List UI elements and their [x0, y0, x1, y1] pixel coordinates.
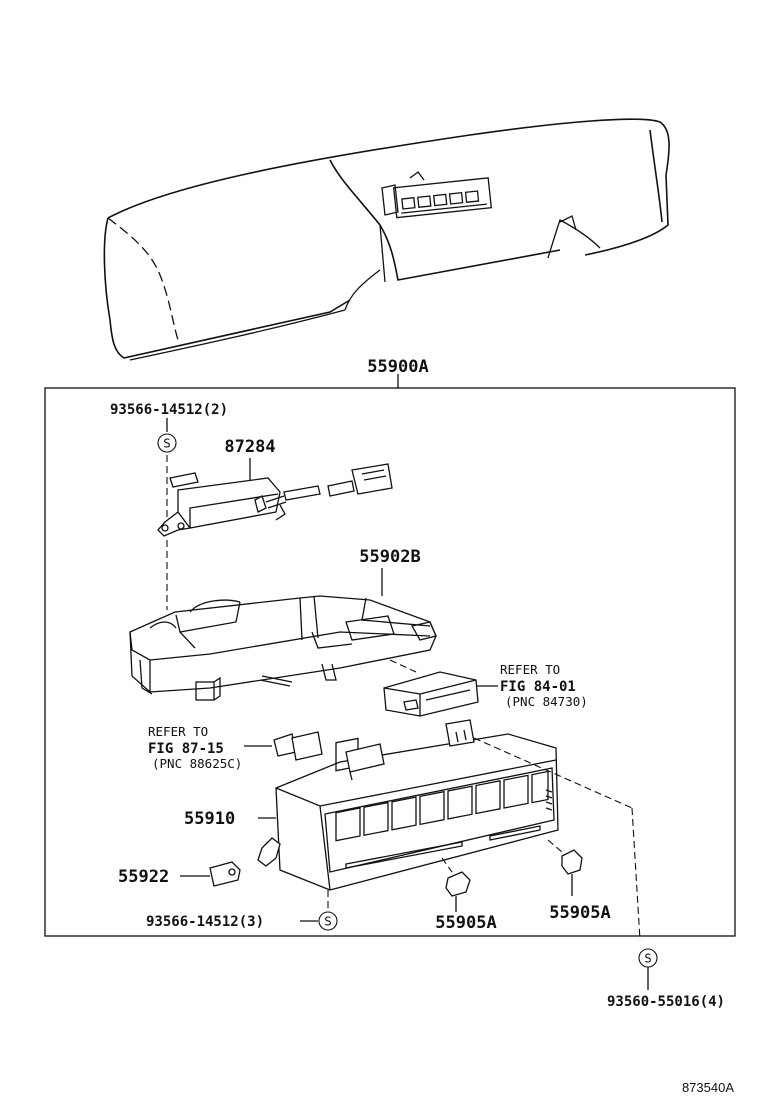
refer-left-line3: (PNC 88625C): [152, 756, 242, 771]
screw-bottom-part-number: 93566-14512(3): [146, 914, 264, 930]
sensor-assembly: [157, 463, 393, 537]
base-part-number: 55902B: [359, 547, 420, 567]
refer-right-line3: (PNC 84730): [505, 694, 588, 709]
panel-part-number: 55910: [184, 809, 235, 829]
blower-switch-part: [383, 671, 479, 717]
refer-left-line1: REFER TO: [148, 724, 208, 739]
screw-top-part-number: 93566-14512(2): [110, 402, 228, 418]
refer-left-line2: FIG 87-15: [148, 741, 224, 757]
knob-mid-part-number: 55905A: [435, 913, 496, 933]
knob-right: [561, 849, 583, 875]
screw-outer-s: S: [644, 951, 652, 966]
assembly-part-number: 55900A: [367, 357, 428, 377]
clip-part: [209, 861, 241, 887]
screw-bottom-s: S: [324, 914, 332, 929]
base-bracket: [129, 595, 437, 701]
screw-outer-part-number: 93560-55016(4): [607, 994, 725, 1010]
control-panel: [257, 719, 559, 891]
knob-mid: [445, 871, 471, 897]
assembly-frame: [44, 387, 736, 937]
sensor-part-number: 87284: [224, 437, 275, 457]
clip-part-number: 55922: [118, 867, 169, 887]
dashboard-illustration: [103, 118, 670, 361]
refer-right-line1: REFER TO: [500, 662, 560, 677]
knob-right-part-number: 55905A: [549, 903, 610, 923]
screw-top-symbol: [157, 433, 177, 453]
figure-code: 873540A: [682, 1080, 734, 1095]
connector-part: [273, 731, 323, 761]
refer-right-line2: FIG 84-01: [500, 679, 576, 695]
screw-bottom-symbol: [318, 911, 338, 931]
screw-top-s: S: [163, 436, 171, 451]
